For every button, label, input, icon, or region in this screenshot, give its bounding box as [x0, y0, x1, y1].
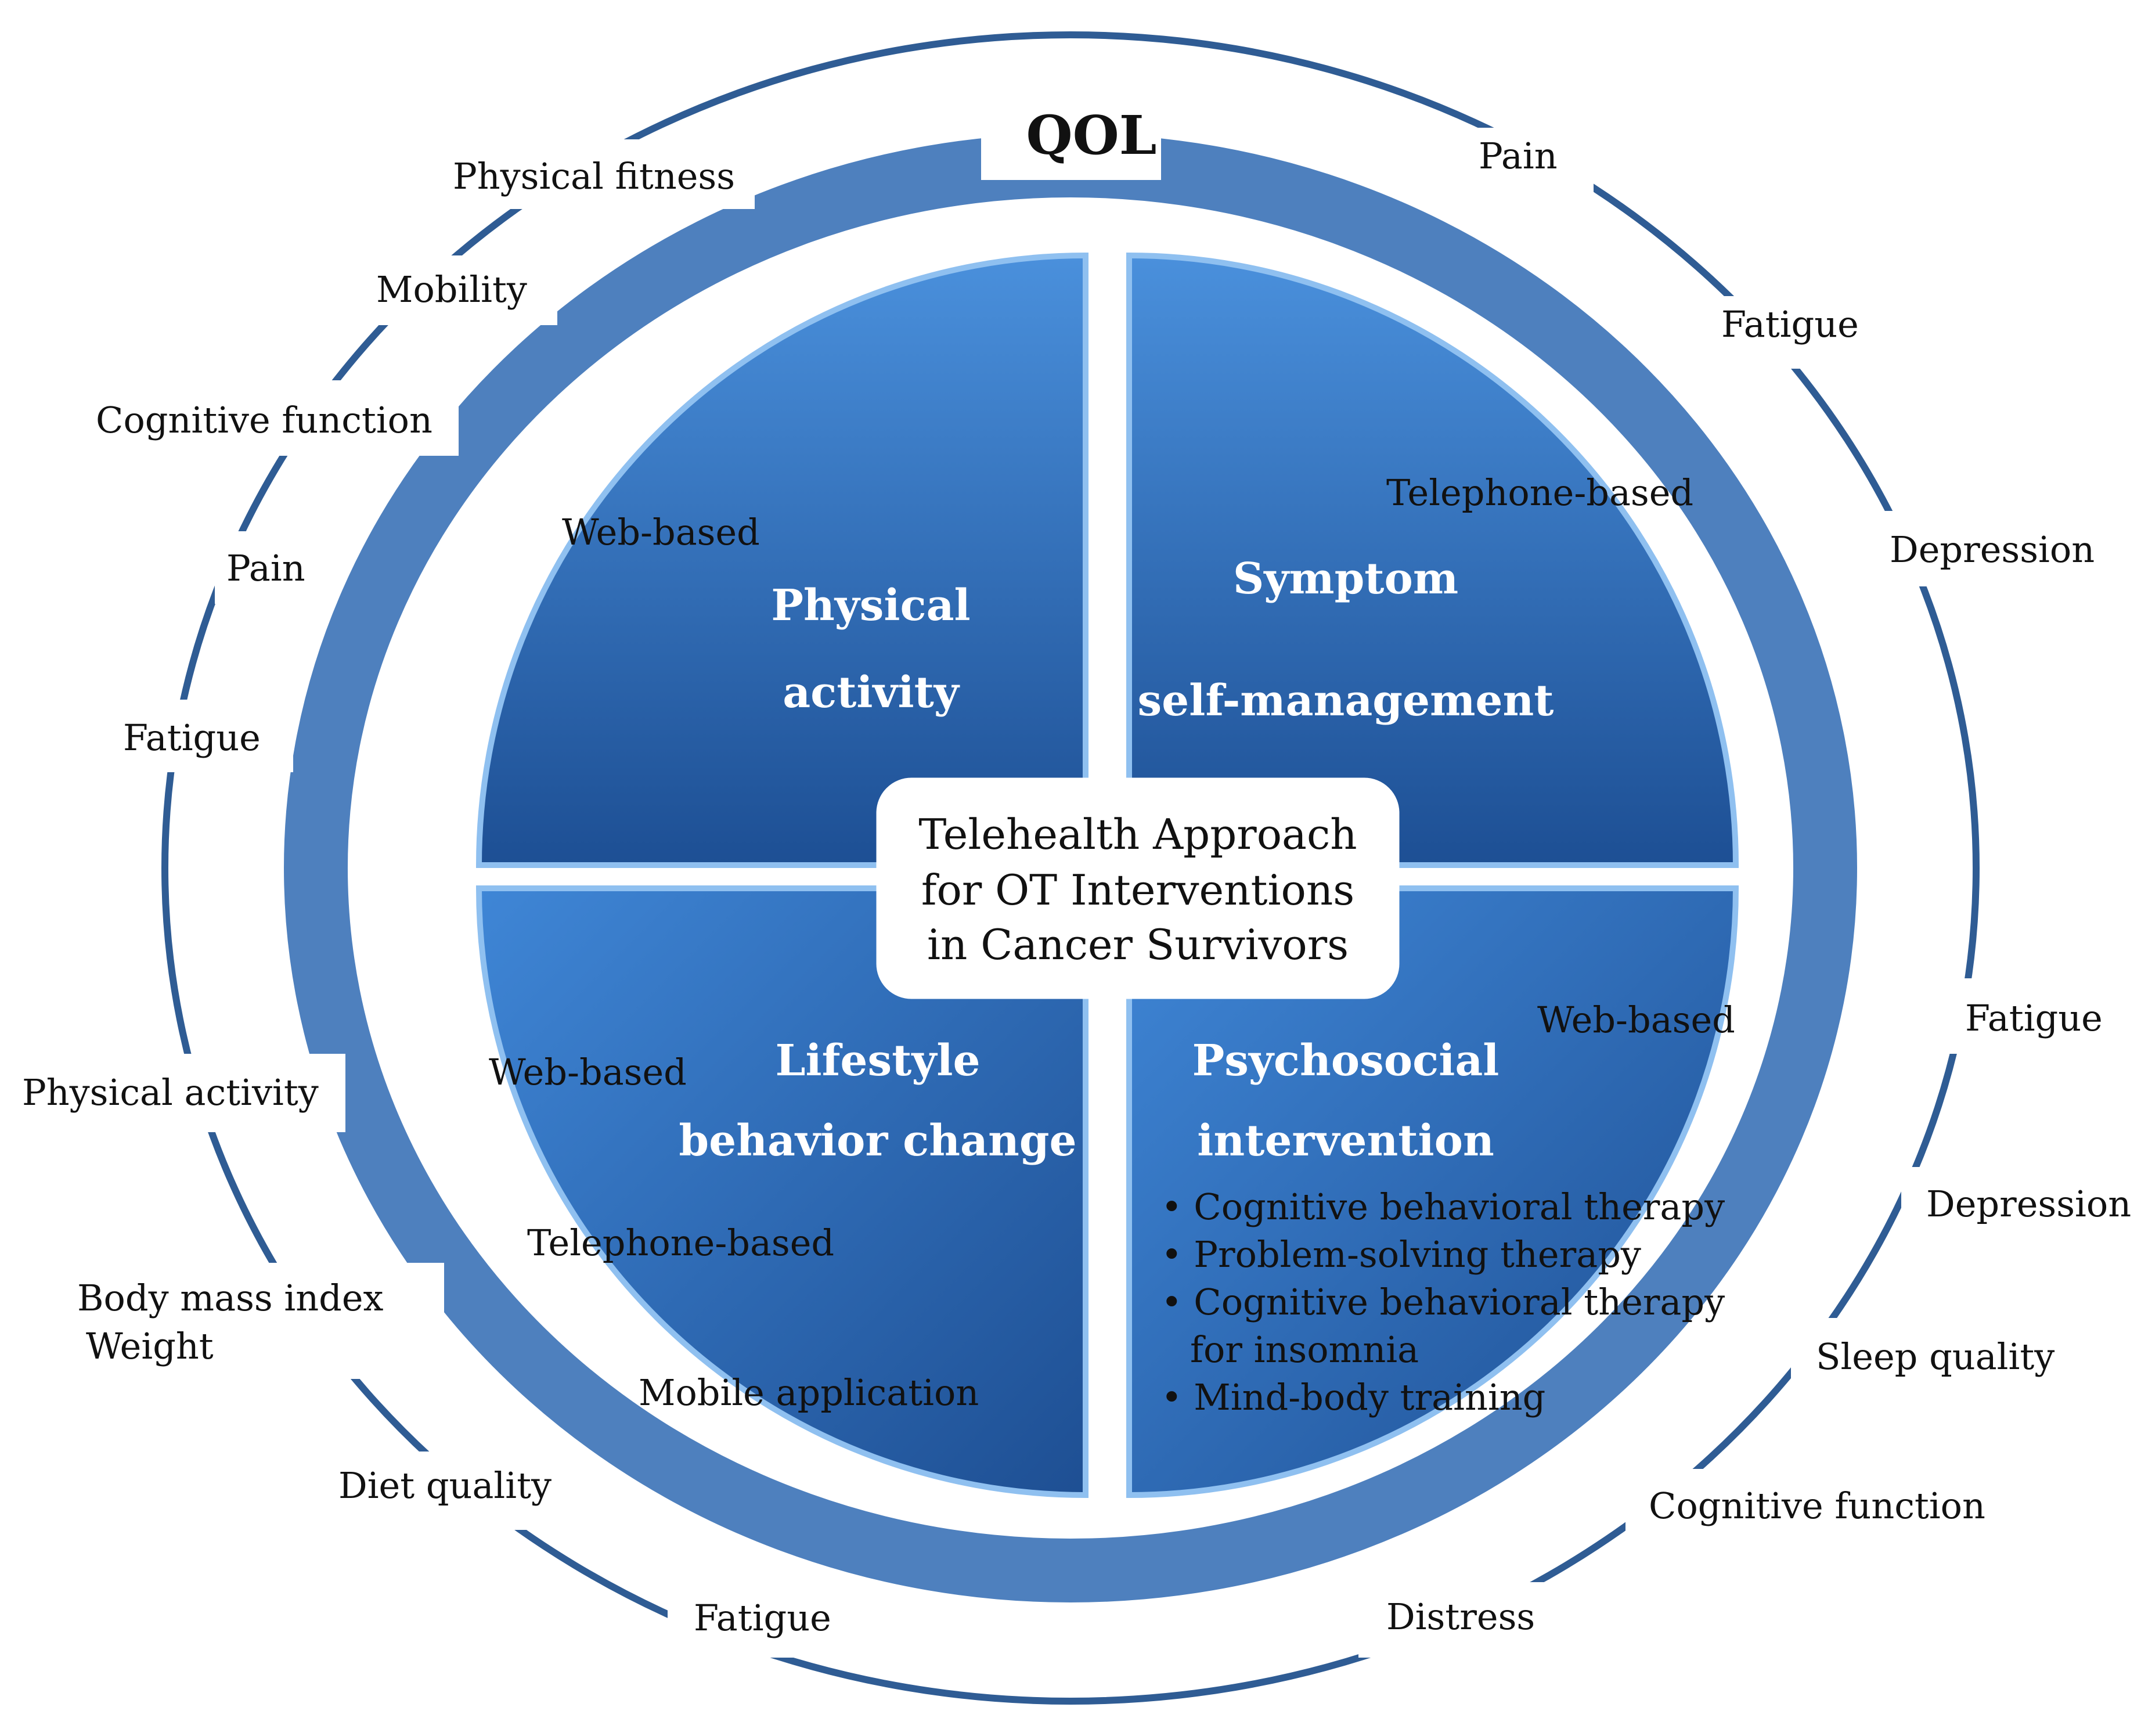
center-line1: Telehealth Approach	[918, 810, 1357, 859]
outcome-label-left-8: Diet quality	[325, 1452, 586, 1530]
outcome-label-right-0: Pain	[1454, 128, 1594, 200]
svg-text:Fatigue: Fatigue	[1965, 997, 2103, 1039]
psychosocial-bullet-5: • Mind-body training	[1161, 1376, 1545, 1418]
lifestyle-title-1: Lifestyle	[775, 1036, 980, 1086]
psychosocial-title-2: intervention	[1197, 1116, 1494, 1166]
outcome-label-right-6: Cognitive function	[1625, 1469, 1997, 1547]
ring-gap-top	[981, 110, 1161, 180]
method-web-based-psychosocial: Web-based	[1537, 999, 1735, 1041]
svg-text:Cognitive function: Cognitive function	[1649, 1485, 1985, 1527]
svg-text:Fatigue: Fatigue	[694, 1597, 831, 1639]
outcome-label-right-5: Sleep quality	[1791, 1318, 2067, 1396]
outcome-label-left-5: Physical activity	[15, 1054, 345, 1132]
outcome-label-left-0: Physical fitness	[441, 139, 755, 209]
symptom-title-1: Symptom	[1233, 554, 1458, 604]
outcome-label-left-3: Pain	[215, 531, 337, 604]
physical-activity-title-2: activity	[783, 668, 960, 718]
svg-text:Fatigue: Fatigue	[1721, 303, 1859, 345]
psychosocial-bullet-1: • Cognitive behavioral therapy	[1161, 1186, 1725, 1228]
svg-text:Physical fitness: Physical fitness	[453, 155, 735, 197]
psychosocial-bullet-2: • Problem-solving therapy	[1161, 1233, 1641, 1276]
center-line3: in Cancer Survivors	[927, 920, 1349, 969]
svg-text:Depression: Depression	[1926, 1183, 2131, 1225]
method-web-based-physical: Web-based	[562, 511, 760, 553]
center-line2: for OT Interventions	[921, 866, 1354, 914]
outcome-label-left-9: Fatigue	[668, 1579, 853, 1658]
psychosocial-bullet-3: • Cognitive behavioral therapy	[1161, 1281, 1725, 1323]
svg-text:Pain: Pain	[1479, 135, 1558, 177]
outcome-label-left-2: Cognitive function	[87, 380, 459, 456]
svg-text:Mobility: Mobility	[376, 268, 527, 311]
outcome-label-right-2: Depression	[1866, 511, 2110, 586]
outcome-label-right-1: Fatigue	[1698, 296, 1884, 369]
svg-text:Fatigue: Fatigue	[123, 716, 261, 759]
svg-text:Depression: Depression	[1890, 528, 2095, 571]
method-mobile-lifestyle: Mobile application	[639, 1371, 979, 1414]
quadrant-lifestyle-behavior	[475, 885, 1088, 1499]
psychosocial-bullet-4: for insomnia	[1190, 1328, 1419, 1371]
qol-title: QOL	[1026, 104, 1157, 167]
svg-text:Pain: Pain	[226, 547, 305, 589]
svg-text:Cognitive function: Cognitive function	[96, 399, 432, 441]
outcome-label-right-7: Distress	[1358, 1582, 1544, 1658]
quadrant-physical-activity	[475, 252, 1088, 868]
psychosocial-title-1: Psychosocial	[1192, 1036, 1500, 1086]
method-telephone-symptom: Telephone-based	[1386, 471, 1693, 514]
svg-text:Diet quality: Diet quality	[338, 1464, 552, 1507]
physical-activity-title-1: Physical	[771, 581, 970, 631]
svg-text:Distress: Distress	[1386, 1595, 1535, 1638]
outcome-label-left-6: Body mass index Weight	[67, 1263, 444, 1379]
symptom-title-2: self-management	[1138, 676, 1554, 726]
center-box	[876, 777, 1400, 999]
quadrant-psychosocial	[1126, 885, 1739, 1499]
outcome-label-right-3: Fatigue	[1939, 978, 2119, 1054]
method-web-based-lifestyle: Web-based	[489, 1051, 687, 1093]
outcome-label-left-4: Fatigue	[113, 700, 293, 772]
svg-text:Body mass index: Body mass index	[77, 1277, 384, 1319]
svg-text:Weight: Weight	[86, 1325, 214, 1367]
outcome-label-right-4: Depression	[1901, 1167, 2139, 1242]
outer-thin-ring	[161, 31, 1980, 1705]
method-telephone-lifestyle: Telephone-based	[527, 1222, 834, 1264]
lifestyle-title-2: behavior change	[679, 1116, 1076, 1166]
svg-text:Sleep quality: Sleep quality	[1816, 1335, 2055, 1378]
outcome-label-left-1: Mobility	[366, 255, 557, 325]
quadrant-symptom-self-management	[1126, 252, 1739, 868]
svg-text:Physical activity: Physical activity	[22, 1071, 319, 1114]
